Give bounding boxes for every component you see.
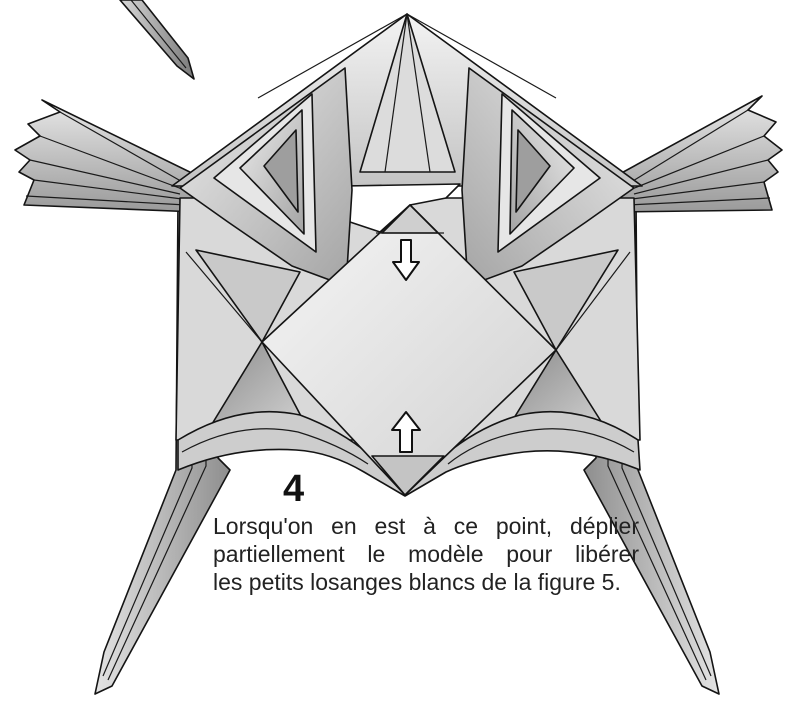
instruction-line-3: les petits losanges blancs de la figure … [213, 568, 639, 596]
left-fan [15, 100, 198, 212]
right-fan [616, 96, 782, 212]
instruction-line-2: partiellement le modèle pour libérer [213, 540, 639, 568]
pencil-stick [120, 0, 194, 79]
instruction-text: Lorsqu'on en est à ce point, déplier par… [213, 512, 639, 596]
instruction-line-1: Lorsqu'on en est à ce point, déplier [213, 512, 639, 540]
pencil-crease [131, 0, 186, 68]
step-number: 4 [283, 470, 304, 508]
